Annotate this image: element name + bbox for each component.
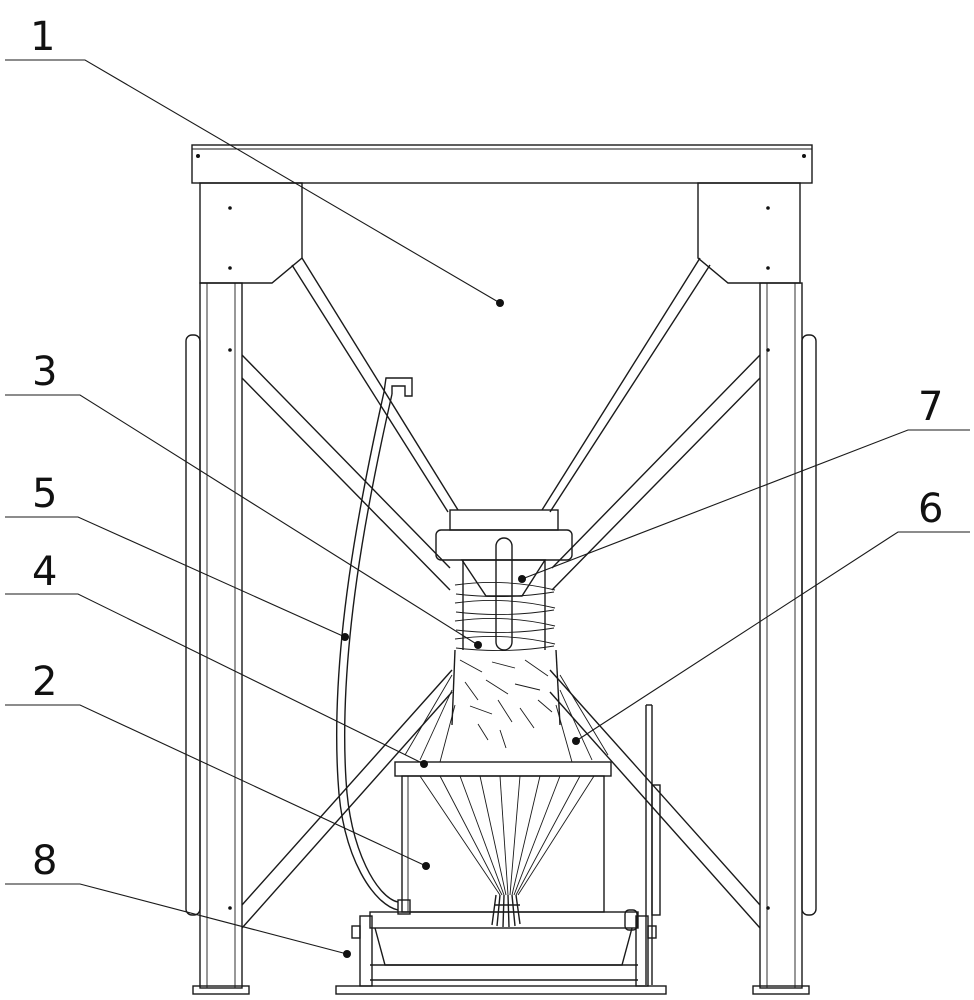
bag-cone <box>419 775 595 928</box>
cart-handle <box>645 704 661 985</box>
callout-label-2: 2 <box>32 659 57 705</box>
callout-label-7: 7 <box>918 384 943 430</box>
callout-label-3: 3 <box>32 349 57 395</box>
callout-dot-6 <box>572 737 580 745</box>
cart-base <box>351 909 657 987</box>
right-gusset <box>697 182 801 284</box>
right-foot <box>752 985 810 995</box>
callout-label-5: 5 <box>32 471 57 517</box>
callout-dot-7 <box>518 575 526 583</box>
callout-label-4: 4 <box>32 549 57 595</box>
left-foot <box>192 985 250 995</box>
hose <box>335 377 413 915</box>
top-beam <box>191 144 813 184</box>
cross-braces <box>241 354 761 929</box>
left-side-plate <box>185 334 201 916</box>
right-leg <box>759 282 803 989</box>
callout-dot-1 <box>496 299 504 307</box>
callout-label-1: 1 <box>30 14 55 60</box>
callout-label-8: 8 <box>32 838 57 884</box>
right-side-plate <box>801 334 817 916</box>
callout-dot-5 <box>341 633 349 641</box>
callout-dot-3 <box>474 641 482 649</box>
receiving-bin <box>394 761 612 913</box>
hopper-struts <box>291 257 711 513</box>
callout-label-6: 6 <box>918 486 943 532</box>
callout-dot-8 <box>343 950 351 958</box>
base-plate <box>335 985 667 995</box>
callout-dot-2 <box>422 862 430 870</box>
bag-tie-winding <box>454 581 556 652</box>
bag-neck <box>451 649 561 749</box>
left-leg <box>199 282 243 989</box>
callout-leaders <box>5 59 970 958</box>
discharge-spout <box>435 509 573 650</box>
bag-skirt <box>404 674 609 763</box>
callout-dot-4 <box>420 760 428 768</box>
clamp <box>460 537 547 651</box>
left-gusset <box>199 182 303 284</box>
